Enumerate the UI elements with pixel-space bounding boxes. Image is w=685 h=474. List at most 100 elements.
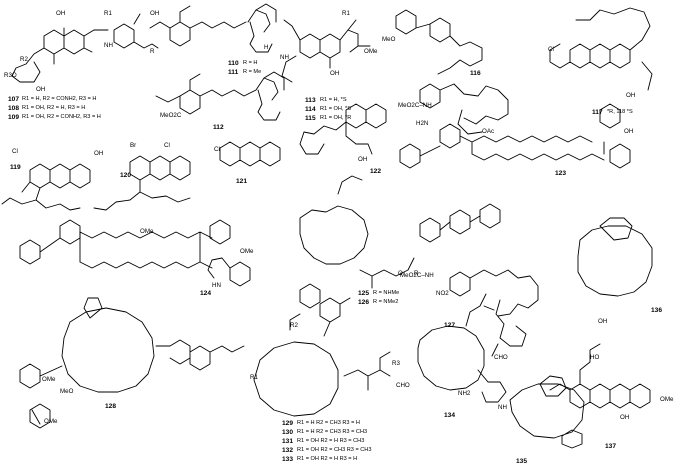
compound-number-109: 109 bbox=[8, 114, 20, 121]
compound-number-127: 127 bbox=[444, 322, 456, 329]
atom-label-cho: CHO bbox=[396, 382, 410, 389]
compound-caption-108: R1 = OH, R2 = H, R3 = H bbox=[22, 105, 86, 111]
atom-label-ome: OMe bbox=[42, 376, 56, 383]
atom-label-ome: OMe bbox=[240, 248, 254, 255]
structure-135 bbox=[509, 375, 585, 449]
atom-label-br: Br bbox=[130, 142, 137, 149]
structure-128 bbox=[19, 297, 245, 429]
structure-123 bbox=[399, 103, 631, 169]
atom-label-oh: OH bbox=[358, 156, 368, 163]
compound-caption-113: R1 = H, *S bbox=[320, 97, 347, 103]
atom-label-cho: CHO bbox=[494, 354, 508, 361]
compound-number-111: 111 bbox=[228, 69, 239, 76]
compound-number-110: 110 bbox=[228, 60, 239, 67]
atom-label-meo: MeO bbox=[60, 388, 74, 395]
compound-number-128: 128 bbox=[105, 403, 117, 410]
compound-caption-117: *R, 118 *S bbox=[607, 109, 633, 115]
structure-122 bbox=[299, 103, 387, 155]
atom-label-hn: HN bbox=[212, 282, 221, 289]
compound-caption-110: R = H bbox=[243, 60, 258, 66]
compound-caption-114: R1 = OH, *S bbox=[320, 106, 351, 112]
structure-116 bbox=[395, 9, 509, 135]
compound-number-137: 137 bbox=[605, 443, 617, 450]
compound-number-108: 108 bbox=[8, 105, 20, 112]
compound-number-129: 129 bbox=[282, 420, 294, 427]
atom-label-ome: OMe bbox=[660, 396, 674, 403]
structure-137 bbox=[549, 343, 651, 409]
structure-113 bbox=[281, 19, 371, 83]
atom-label-ome: OMe bbox=[364, 48, 378, 55]
structure-107 bbox=[11, 13, 159, 83]
atom-label-r1: R1 bbox=[104, 10, 112, 17]
atom-label-cl: Cl bbox=[548, 46, 554, 53]
atom-label-oh: OH bbox=[624, 128, 634, 135]
compound-number-130: 130 bbox=[282, 429, 294, 436]
atom-label-r: R bbox=[414, 270, 419, 277]
atom-label-meo2c: MeO2C bbox=[160, 112, 182, 119]
structure-119 bbox=[1, 163, 91, 211]
atom-label-mo: O bbox=[398, 270, 403, 277]
atom-label-r2: R2 bbox=[290, 322, 298, 329]
atom-label-oh: OH bbox=[620, 414, 630, 421]
compound-number-135: 135 bbox=[516, 458, 528, 465]
atom-label-nh: NH bbox=[498, 404, 507, 411]
atom-label-r3: R3 bbox=[392, 360, 400, 367]
compound-number-123: 123 bbox=[555, 170, 567, 177]
atom-label-cl: Cl bbox=[164, 142, 170, 149]
compound-caption-107: R1 = H, R2 = CONH2, R3 = H bbox=[22, 96, 97, 102]
compound-number-125: 125 bbox=[358, 290, 370, 297]
atom-label-h2n: H2N bbox=[416, 120, 429, 127]
atom-label-oac: OAc bbox=[482, 128, 495, 135]
atom-label-oh: OH bbox=[94, 150, 104, 157]
compound-number-116: 116 bbox=[470, 70, 481, 77]
atom-label-co2r: R bbox=[150, 48, 155, 55]
compound-number-132: 132 bbox=[282, 447, 294, 454]
compound-caption-132: R1 = OH R2 = CH3 R3 = CH3 bbox=[297, 447, 372, 453]
structure-112 bbox=[155, 71, 285, 121]
compound-number-121: 121 bbox=[236, 178, 248, 185]
compound-caption-111: R = Me bbox=[243, 69, 262, 75]
compound-number-124: 124 bbox=[200, 290, 212, 297]
compound-number-119: 119 bbox=[10, 164, 21, 171]
structure-120 bbox=[93, 155, 191, 211]
compound-caption-129: R1 = H R2 = CH3 R3 = H bbox=[297, 420, 360, 426]
compound-caption-130: R1 = H R2 = CH3 R3 = CH3 bbox=[297, 429, 368, 435]
structure-129 bbox=[253, 297, 391, 417]
compound-number-122: 122 bbox=[370, 168, 382, 175]
compound-number-107: 107 bbox=[8, 96, 20, 103]
compound-caption-109: R1 = OH, R2 = CONH2, R3 = H bbox=[22, 114, 101, 120]
atom-label-r3o: R3O bbox=[4, 72, 17, 79]
atom-label-nh2: NH2 bbox=[458, 390, 471, 397]
compound-number-113: 113 bbox=[305, 97, 316, 104]
atom-label-nh: NH bbox=[104, 42, 113, 49]
compound-number-117: 117 bbox=[592, 109, 603, 116]
structure-117 bbox=[549, 7, 653, 91]
compound-number-112: 112 bbox=[213, 124, 224, 131]
structure-136 bbox=[577, 217, 653, 297]
atom-label-meo: MeO bbox=[382, 36, 396, 43]
compound-number-134: 134 bbox=[444, 412, 456, 419]
atom-label-oh: OH bbox=[36, 86, 46, 93]
structure-134 bbox=[417, 293, 507, 403]
compound-caption-125: R = NHMe bbox=[373, 290, 400, 296]
atom-label-oh: OH bbox=[330, 70, 340, 77]
compound-number-133: 133 bbox=[282, 456, 294, 463]
structure-124 bbox=[19, 219, 231, 269]
atom-label-ome: OMe bbox=[44, 418, 58, 425]
compound-caption-115: R1 = OH, *R bbox=[320, 115, 352, 121]
compound-number-136: 136 bbox=[651, 307, 663, 314]
atom-label-r2: R2 bbox=[20, 56, 28, 63]
atom-label-oh: OH bbox=[626, 92, 636, 99]
atom-label-ho: HO bbox=[590, 354, 600, 361]
atom-label-nh: NH bbox=[280, 54, 289, 61]
atom-label-meonh: MeO2C–NH bbox=[398, 102, 432, 109]
atom-label-ome: OMe bbox=[140, 228, 154, 235]
structure-127 bbox=[419, 203, 539, 357]
atom-label-cl: Cl bbox=[214, 146, 220, 153]
structure-125 bbox=[207, 175, 415, 309]
atom-label-r1: R1 bbox=[342, 10, 350, 17]
compound-caption-131: R1 = OH R2 = H R3 = CH3 bbox=[297, 438, 365, 444]
atom-label-oh: OH bbox=[150, 10, 160, 17]
compound-caption-133: R1 = OH R2 = H R3 = H bbox=[297, 456, 358, 462]
